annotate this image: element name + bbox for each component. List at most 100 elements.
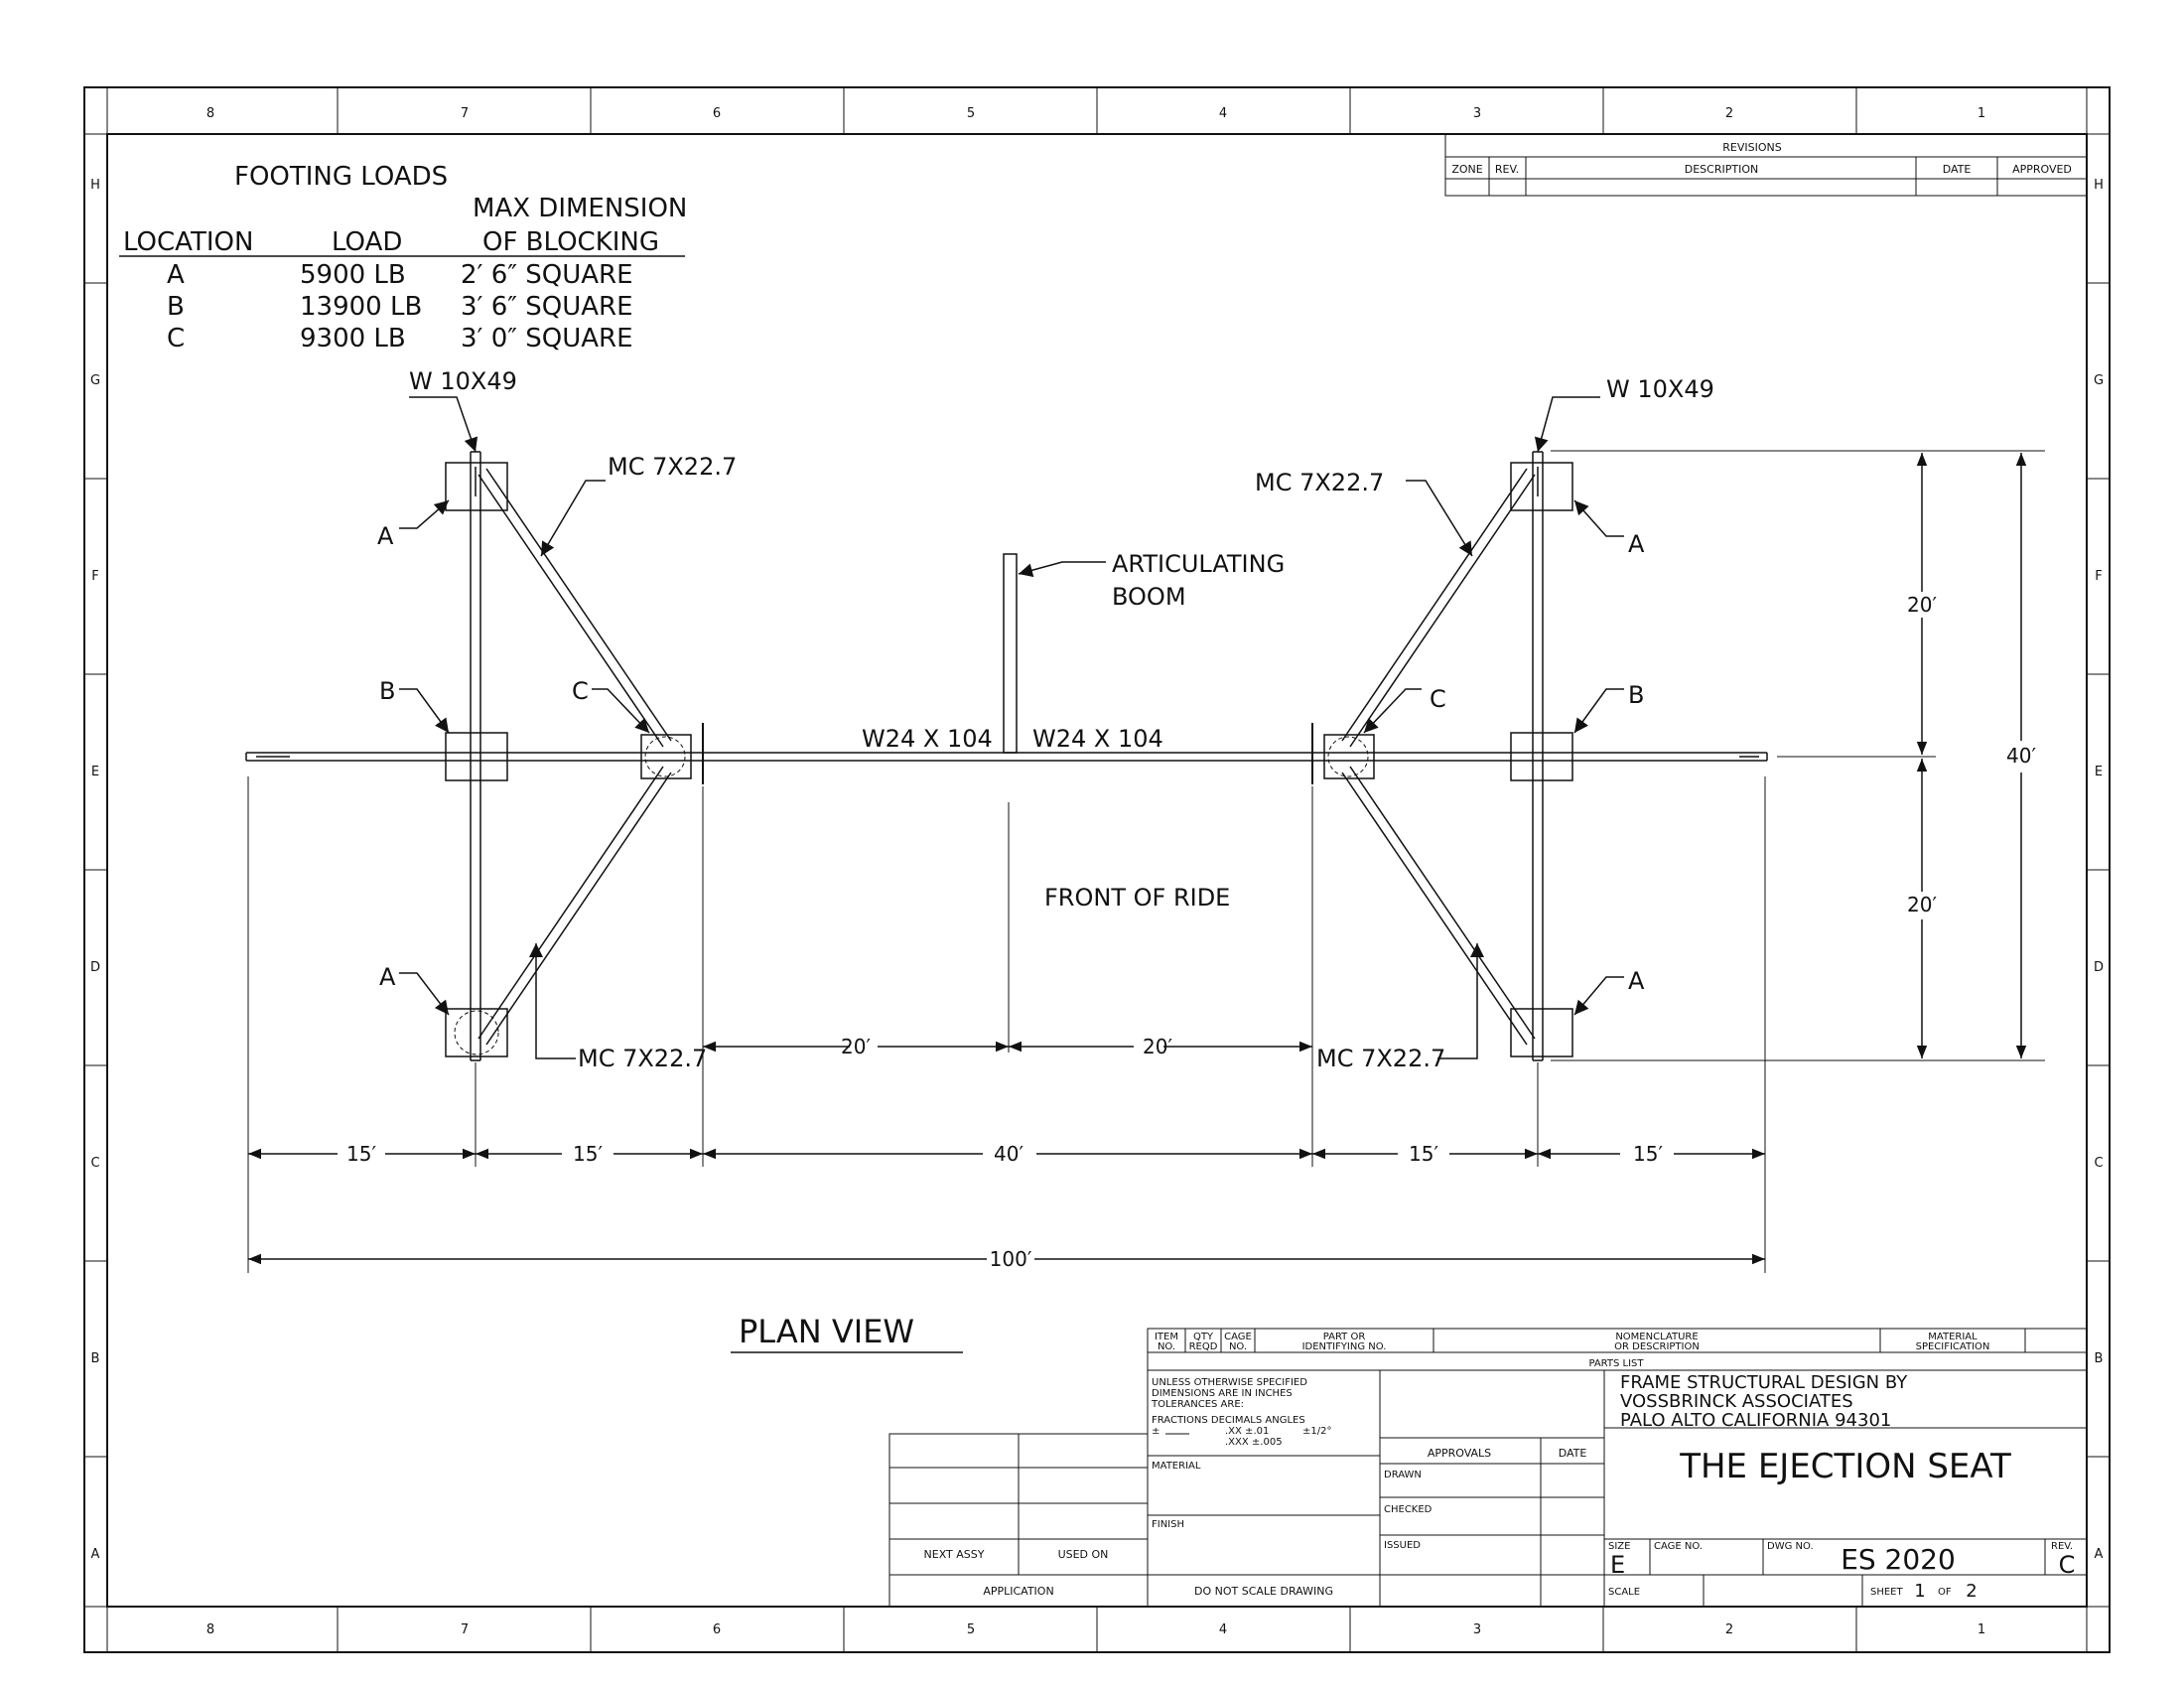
tolerance-xx: .XX ±.01 (1225, 1426, 1269, 1437)
dim-15ft: 15′ (1409, 1142, 1438, 1166)
row-dim: 2′ 6″ SQUARE (461, 260, 633, 290)
plan-view-structure (245, 451, 1768, 1061)
dwg-no-label: DWG NO. (1767, 1541, 1814, 1552)
parts-qty-header: REQD (1189, 1341, 1218, 1352)
of-label: OF (1938, 1587, 1952, 1598)
zone-row-right: C (2094, 1156, 2103, 1171)
dim-20ft-vertical: 20′ (1907, 893, 1937, 916)
approvals-label: APPROVALS (1428, 1447, 1491, 1460)
parts-nomenclature-header: NOMENCLATURE (1615, 1332, 1698, 1342)
boom-label-2: BOOM (1112, 583, 1186, 611)
callout-c: C (572, 677, 589, 705)
tolerance-xxx: .XXX ±.005 (1225, 1437, 1283, 1448)
parts-material-header: MATERIAL (1928, 1332, 1978, 1342)
parts-item-header: ITEM (1155, 1332, 1178, 1342)
tolerance-notes: UNLESS OTHERWISE SPECIFIED DIMENSIONS AR… (1151, 1377, 2073, 1598)
checked-label: CHECKED (1384, 1504, 1433, 1515)
callout-a: A (1628, 530, 1645, 558)
parts-list-title: PARTS LIST (1588, 1358, 1644, 1369)
issued-label: ISSUED (1384, 1540, 1421, 1551)
zone-col-bottom: 5 (967, 1622, 975, 1637)
revisions-description: DESCRIPTION (1685, 163, 1758, 176)
zone-col-bottom: 2 (1725, 1622, 1733, 1637)
w10-left-label: W 10X49 (409, 367, 517, 395)
plan-view-title: PLAN VIEW (739, 1313, 914, 1350)
company-line: PALO ALTO CALIFORNIA 94301 (1620, 1410, 1891, 1431)
size-value: E (1610, 1551, 1625, 1579)
material-label: MATERIAL (1152, 1461, 1201, 1472)
dim-20ft: 20′ (1143, 1035, 1172, 1058)
zone-col-top: 7 (461, 106, 469, 121)
zone-col-top: 4 (1219, 106, 1227, 121)
dwg-no-value: ES 2020 (1841, 1543, 1956, 1576)
parts-item-header: NO. (1158, 1341, 1175, 1352)
parts-material-header: SPECIFICATION (1916, 1341, 1990, 1352)
revisions-block (1444, 133, 2088, 197)
zone-row-left: H (90, 178, 100, 193)
rev-label: REV. (2051, 1541, 2073, 1552)
callout-a: A (379, 963, 396, 991)
zone-row-right: G (2094, 373, 2104, 388)
revisions-date: DATE (1943, 163, 1972, 176)
cage-no-label: CAGE NO. (1654, 1541, 1703, 1552)
dim-40ft-vertical: 40′ (2006, 744, 2036, 768)
row-location: A (167, 260, 185, 290)
rev-value: C (2059, 1551, 2076, 1579)
zone-col-top: 3 (1473, 106, 1481, 121)
col-location-header: LOCATION (123, 227, 253, 257)
scale-label: SCALE (1608, 1587, 1640, 1598)
col-load-header: LOAD (332, 227, 402, 257)
drawing-title: THE EJECTION SEAT (1679, 1447, 2011, 1486)
zone-col-bottom: 8 (206, 1622, 214, 1637)
revisions-title: REVISIONS (1722, 141, 1781, 154)
zone-col-bottom: 7 (461, 1622, 469, 1637)
sheet-label: SHEET (1870, 1587, 1904, 1598)
tolerance-angle: ±1/2° (1302, 1426, 1331, 1437)
zone-row-right: H (2094, 178, 2104, 193)
zone-row-right: E (2095, 765, 2103, 779)
parts-qty-header: QTY (1193, 1332, 1214, 1342)
zone-row-left: G (90, 373, 100, 388)
callout-b: B (379, 677, 395, 705)
approvals-date-label: DATE (1559, 1447, 1587, 1460)
zone-col-bottom: 4 (1219, 1622, 1227, 1637)
zone-col-top: 8 (206, 106, 214, 121)
col-dim-header-1: MAX DIMENSION (473, 194, 687, 223)
zone-row-left: E (91, 765, 99, 779)
row-dim: 3′ 0″ SQUARE (461, 324, 633, 353)
row-load: 9300 LB (300, 324, 406, 353)
zone-col-bottom: 6 (713, 1622, 721, 1637)
dim-20ft-vertical: 20′ (1907, 593, 1937, 617)
used-on-label: USED ON (1058, 1548, 1109, 1561)
zone-col-top: 1 (1978, 106, 1985, 121)
zone-row-right: D (2094, 960, 2104, 975)
dimension-values: 20′ 20′ 15′ 15′ 40′ 15′ 15′ 100′ 20′ 20′… (346, 593, 2036, 1271)
zone-row-left: A (91, 1547, 100, 1562)
tolerance-headers: FRACTIONS DECIMALS ANGLES (1152, 1415, 1305, 1426)
callout-b: B (1628, 681, 1644, 709)
tolerance-line: TOLERANCES ARE: (1151, 1399, 1244, 1410)
boom-label-1: ARTICULATING (1112, 550, 1285, 578)
do-not-scale-label: DO NOT SCALE DRAWING (1194, 1585, 1333, 1598)
dim-15ft: 15′ (1633, 1142, 1663, 1166)
mc-upper-left-label: MC 7X22.7 (608, 453, 737, 481)
zone-col-top: 2 (1725, 106, 1733, 121)
zone-col-top: 6 (713, 106, 721, 121)
company-line: FRAME STRUCTURAL DESIGN BY (1620, 1372, 1908, 1393)
title-block-grid (888, 1329, 2087, 1608)
dim-100ft: 100′ (990, 1247, 1032, 1271)
dim-15ft: 15′ (346, 1142, 376, 1166)
tolerance-line: UNLESS OTHERWISE SPECIFIED (1152, 1377, 1307, 1388)
tolerance-line: DIMENSIONS ARE IN INCHES (1152, 1388, 1293, 1399)
w24-left-label: W24 X 104 (862, 725, 993, 753)
parts-partno-header: PART OR (1323, 1332, 1366, 1342)
application-label: APPLICATION (983, 1585, 1053, 1598)
dimension-extension-lines (247, 450, 2045, 1273)
drawn-label: DRAWN (1384, 1470, 1422, 1480)
row-location: C (167, 324, 185, 353)
mc-upper-right-label: MC 7X22.7 (1255, 469, 1384, 496)
member-labels: W 10X49 W 10X49 MC 7X22.7 MC 7X22.7 MC 7… (377, 367, 1714, 1072)
zone-row-right: A (2095, 1547, 2104, 1562)
company-line: VOSSBRINCK ASSOCIATES (1620, 1391, 1853, 1412)
parts-cage-header: CAGE (1224, 1332, 1252, 1342)
